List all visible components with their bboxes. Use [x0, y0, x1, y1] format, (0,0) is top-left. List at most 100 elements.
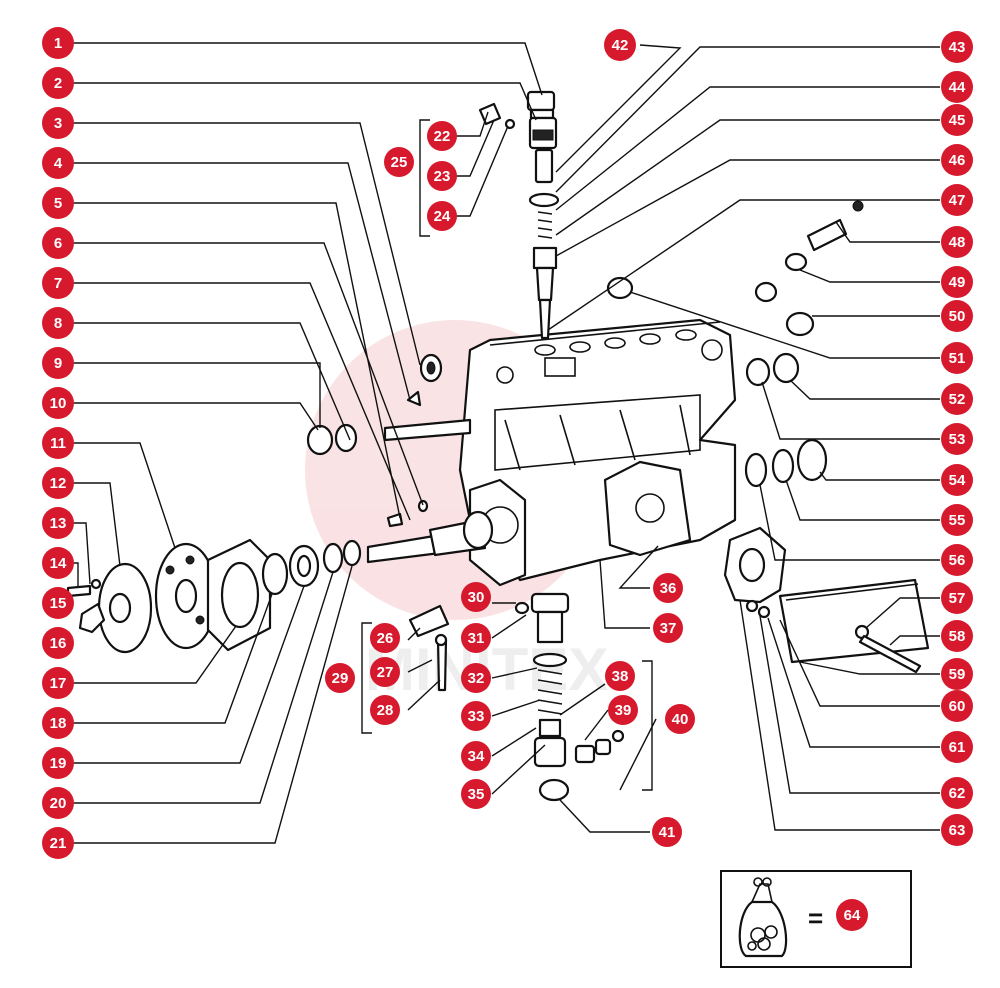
callout-43: 43 [941, 31, 973, 63]
left-seals [306, 353, 443, 528]
callout-58-label: 58 [949, 628, 966, 645]
callout-35: 35 [461, 779, 491, 809]
callout-57: 57 [941, 582, 973, 614]
callout-45-label: 45 [949, 112, 966, 129]
callout-54: 54 [941, 464, 973, 496]
callout-20: 20 [42, 787, 74, 819]
callout-12-label: 12 [50, 475, 67, 492]
callout-22: 22 [427, 121, 457, 151]
callout-25-label: 25 [391, 154, 408, 171]
callout-6-label: 6 [54, 235, 62, 252]
callout-15-label: 15 [50, 595, 67, 612]
callout-59-label: 59 [949, 666, 966, 683]
callout-45: 45 [941, 104, 973, 136]
callout-41: 41 [652, 817, 682, 847]
callout-38-label: 38 [612, 668, 629, 685]
callout-42: 42 [604, 29, 636, 61]
callout-17-label: 17 [50, 675, 67, 692]
callout-63-label: 63 [949, 822, 966, 839]
callout-33-label: 33 [468, 708, 485, 725]
callout-47-label: 47 [949, 192, 966, 209]
callout-42-label: 42 [612, 37, 629, 54]
legend-box: = 64 [720, 870, 912, 968]
callout-5-label: 5 [54, 195, 62, 212]
callout-49: 49 [941, 266, 973, 298]
callout-36-label: 36 [660, 580, 677, 597]
callout-24: 24 [427, 201, 457, 231]
callout-19: 19 [42, 747, 74, 779]
callout-49-label: 49 [949, 274, 966, 291]
callout-19-label: 19 [50, 755, 67, 772]
callout-2: 2 [42, 67, 74, 99]
callout-18-label: 18 [50, 715, 67, 732]
callout-34-label: 34 [468, 748, 485, 765]
callout-13-label: 13 [50, 515, 67, 532]
callout-64-label: 64 [844, 907, 861, 924]
callout-1: 1 [42, 27, 74, 59]
callout-48: 48 [941, 226, 973, 258]
callout-14-label: 14 [50, 555, 67, 572]
callout-35-label: 35 [468, 786, 485, 803]
callout-31: 31 [461, 623, 491, 653]
legend-equals: = [808, 903, 823, 933]
callout-13: 13 [42, 507, 74, 539]
callout-27: 27 [370, 657, 400, 687]
callout-7-label: 7 [54, 275, 62, 292]
callout-22-label: 22 [434, 128, 451, 145]
callout-8: 8 [42, 307, 74, 339]
pump-element-group [514, 592, 625, 802]
callout-24-label: 24 [434, 208, 451, 225]
callout-52-label: 52 [949, 391, 966, 408]
callout-16-label: 16 [50, 635, 67, 652]
callout-23-label: 23 [434, 168, 451, 185]
callout-46: 46 [941, 144, 973, 176]
callout-7: 7 [42, 267, 74, 299]
callout-39-label: 39 [615, 702, 632, 719]
callout-32-label: 32 [468, 670, 485, 687]
callout-10-label: 10 [50, 395, 67, 412]
callout-20-label: 20 [50, 795, 67, 812]
callout-21-label: 21 [50, 835, 67, 852]
callout-21: 21 [42, 827, 74, 859]
callout-64: 64 [836, 899, 868, 931]
callout-41-label: 41 [659, 824, 676, 841]
callout-30: 30 [461, 582, 491, 612]
callout-52: 52 [941, 383, 973, 415]
callout-56: 56 [941, 544, 973, 576]
callout-31-label: 31 [468, 630, 485, 647]
callout-26: 26 [370, 623, 400, 653]
callout-55: 55 [941, 504, 973, 536]
callout-37-label: 37 [660, 620, 677, 637]
callout-36: 36 [653, 573, 683, 603]
callout-43-label: 43 [949, 39, 966, 56]
callout-3: 3 [42, 107, 74, 139]
callout-9: 9 [42, 347, 74, 379]
callout-40: 40 [665, 704, 695, 734]
callout-badges: 1 2 3 4 5 6 7 8 9 10 11 12 13 14 15 16 1… [42, 27, 973, 859]
callout-60-label: 60 [949, 698, 966, 715]
callout-18: 18 [42, 707, 74, 739]
callout-57-label: 57 [949, 590, 966, 607]
callout-4: 4 [42, 147, 74, 179]
callout-56-label: 56 [949, 552, 966, 569]
callout-39: 39 [608, 695, 638, 725]
callout-38: 38 [605, 661, 635, 691]
callout-3-label: 3 [54, 115, 62, 132]
callout-61: 61 [941, 731, 973, 763]
callout-11-label: 11 [50, 435, 66, 452]
callout-4-label: 4 [54, 155, 63, 172]
callout-12: 12 [42, 467, 74, 499]
callout-44-label: 44 [949, 79, 966, 96]
callout-59: 59 [941, 658, 973, 690]
callout-8-label: 8 [54, 315, 62, 332]
callout-60: 60 [941, 690, 973, 722]
callout-29: 29 [325, 663, 355, 693]
governor-group [408, 604, 450, 692]
callout-47: 47 [941, 184, 973, 216]
callout-2-label: 2 [54, 75, 62, 92]
callout-37: 37 [653, 613, 683, 643]
cover-plate-group [723, 526, 930, 674]
callout-53: 53 [941, 423, 973, 455]
callout-50: 50 [941, 300, 973, 332]
